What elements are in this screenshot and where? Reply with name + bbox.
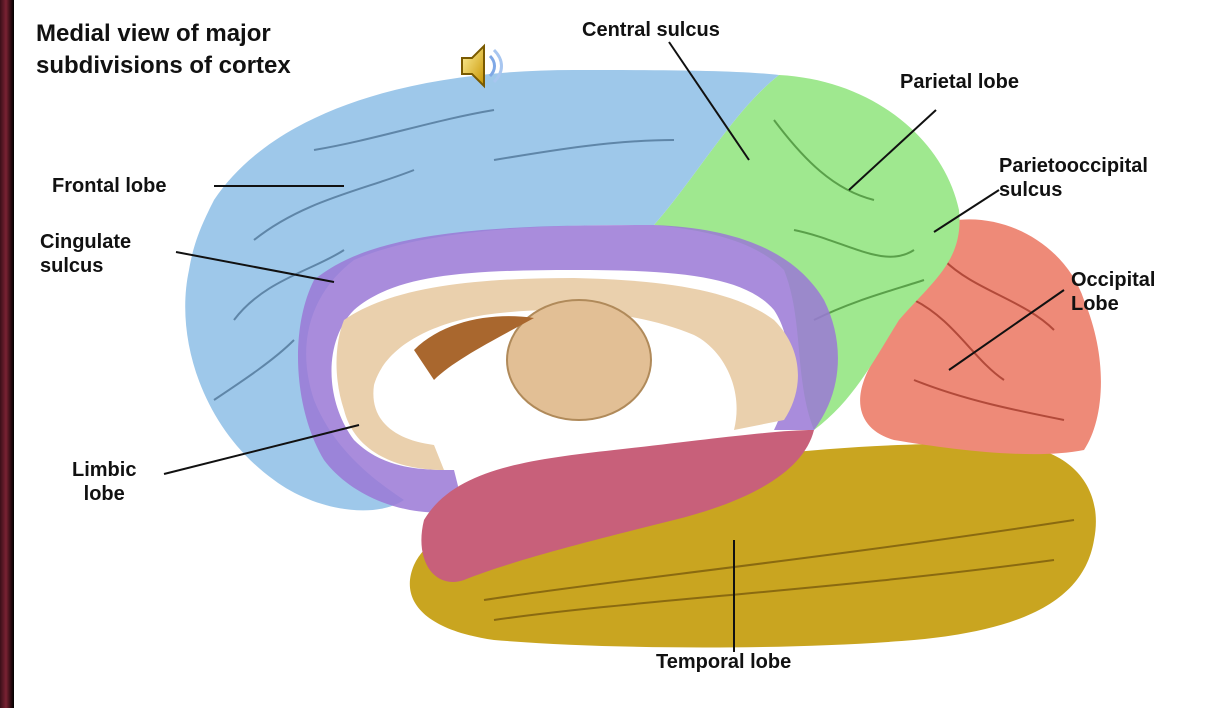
- parietal-lobe-label: Parietal lobe: [900, 70, 1019, 94]
- figure-title: Medial view of major subdivisions of cor…: [36, 18, 291, 82]
- parietooccipital-sulcus-label: Parietooccipital sulcus: [999, 154, 1148, 202]
- figure-panel: Medial view of major subdivisions of cor…: [14, 0, 1221, 708]
- cingulate-sulcus-label: Cingulate sulcus: [40, 230, 131, 278]
- occipital-lobe-label: Occipital Lobe: [1071, 268, 1155, 316]
- limbic-line-2: lobe: [72, 482, 136, 506]
- limbic-line-1: Limbic: [72, 458, 136, 482]
- frontal-lobe-label: Frontal lobe: [52, 174, 166, 198]
- central-sulcus-label: Central sulcus: [582, 18, 720, 42]
- title-line-2: subdivisions of cortex: [36, 50, 291, 82]
- parietooccipital-line-2: sulcus: [999, 178, 1148, 202]
- title-line-1: Medial view of major: [36, 18, 291, 50]
- limbic-lobe-label: Limbic lobe: [72, 458, 136, 506]
- parietooccipital-line-1: Parietooccipital: [999, 154, 1148, 178]
- temporal-lobe-label: Temporal lobe: [656, 650, 791, 674]
- brain-diagram: [14, 0, 1221, 708]
- cingulate-line-2: sulcus: [40, 254, 131, 278]
- occipital-line-2: Lobe: [1071, 292, 1155, 316]
- cingulate-line-1: Cingulate: [40, 230, 131, 254]
- speaker-icon[interactable]: [454, 38, 510, 94]
- occipital-line-1: Occipital: [1071, 268, 1155, 292]
